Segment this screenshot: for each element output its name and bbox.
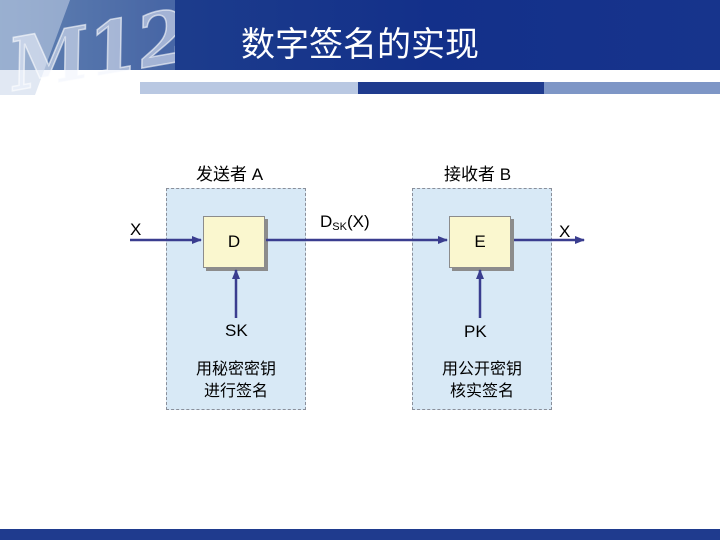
receiver-note-line: 用公开密钥 <box>441 359 522 378</box>
receiver-title: 接收者 B <box>444 165 512 184</box>
signature-main: D <box>320 212 333 231</box>
sign-function-box: D <box>203 216 265 268</box>
logo-text: M12 <box>0 0 175 95</box>
signature-subscript: SK <box>332 221 347 233</box>
receiver-note: 用公开密钥 核实签名 <box>412 358 552 402</box>
slide-header <box>0 0 720 70</box>
header-accent-strip <box>358 82 544 94</box>
slide-title: 数字签名的实现 <box>241 25 479 65</box>
output-label: X <box>559 222 571 241</box>
header-accent-strip <box>544 82 720 94</box>
verify-function-box: E <box>449 216 511 268</box>
input-label: X <box>130 220 142 239</box>
sender-title: 发送者 A <box>196 165 264 184</box>
signature-label: DSK(X) <box>320 212 370 233</box>
public-key-label: PK <box>464 322 487 341</box>
sender-note: 用秘密密钥 进行签名 <box>166 358 306 402</box>
secret-key-label: SK <box>225 321 248 340</box>
sender-note-line: 进行签名 <box>203 381 268 400</box>
header-accent-strip <box>140 82 358 94</box>
signature-argument: (X) <box>346 212 370 231</box>
sender-note-line: 用秘密密钥 <box>195 359 276 378</box>
m12-logo-art: M12 <box>0 0 175 95</box>
receiver-note-line: 核实签名 <box>449 381 514 400</box>
footer-bar <box>0 529 720 540</box>
